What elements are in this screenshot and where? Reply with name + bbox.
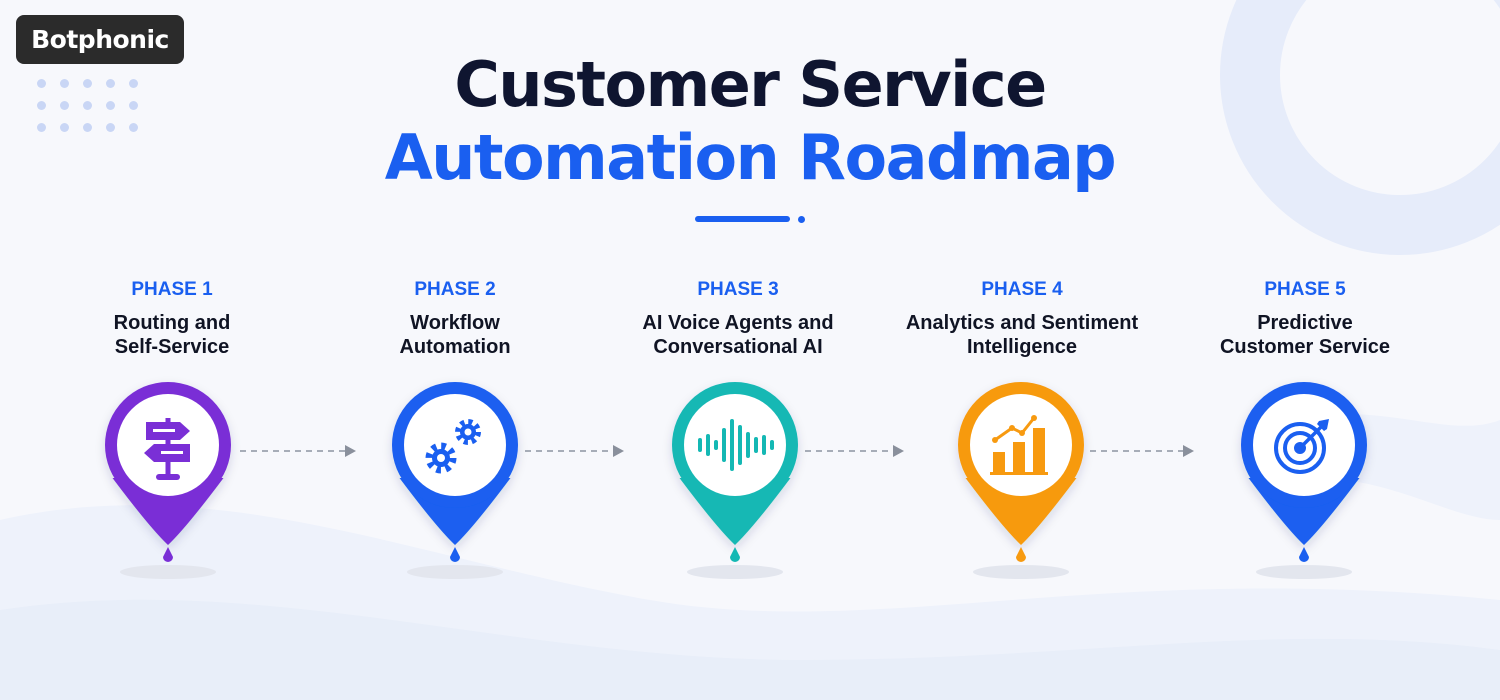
target-icon [1274, 419, 1329, 474]
connector-arrow-2 [525, 445, 624, 457]
connector-arrow-1 [240, 445, 356, 457]
phase-2-pin [392, 382, 518, 579]
title-underline [695, 216, 790, 222]
phase-3-title-line-1: AI Voice Agents and [642, 312, 834, 334]
phase-1-label: PHASE 1 [131, 279, 213, 300]
gears-icon [425, 419, 481, 474]
logo-text: Botphonic [31, 25, 169, 54]
phase-2-title-line-2: Automation [399, 336, 511, 358]
title-line-1: Customer Service [454, 48, 1047, 121]
phase-4-label: PHASE 4 [981, 279, 1063, 300]
phase-2-label: PHASE 2 [414, 279, 496, 300]
phase-2-title-line-1: Workflow [410, 312, 500, 334]
botphonic-logo: Botphonic [16, 15, 184, 64]
phase-4-title-line-2: Intelligence [966, 336, 1078, 358]
phase-1-title-line-2: Self-Service [114, 336, 230, 358]
phase-5-title-line-2: Customer Service [1219, 336, 1391, 358]
phase-4-pin [958, 382, 1084, 579]
title-underline-dot [798, 216, 805, 223]
phase-3-title-line-2: Conversational AI [653, 336, 823, 358]
phase-5-title-line-1: Predictive [1257, 312, 1353, 334]
phase-3: PHASE 3 AI Voice Agents and Conversation… [588, 275, 888, 359]
bar-chart-trend-icon [990, 415, 1048, 475]
connector-arrow-3 [805, 445, 904, 457]
page-title: Customer Service Automation Roadmap [0, 50, 1500, 196]
phase-3-label: PHASE 3 [697, 279, 779, 300]
connector-arrow-4 [1090, 445, 1194, 457]
decorative-dot-grid [37, 79, 147, 135]
phase-5-pin [1241, 382, 1367, 579]
phase-2: PHASE 2 Workflow Automation [305, 275, 605, 359]
phase-3-pin [672, 382, 798, 579]
phase-4-title-line-1: Analytics and Sentiment [905, 312, 1139, 334]
phase-5-label: PHASE 5 [1264, 279, 1346, 300]
phase-4: PHASE 4 Analytics and Sentiment Intellig… [872, 275, 1172, 359]
title-line-2: Automation Roadmap [384, 121, 1117, 194]
phase-1: PHASE 1 Routing and Self-Service [22, 275, 322, 359]
sound-wave-icon [698, 419, 774, 471]
phase-1-title-line-1: Routing and [113, 312, 231, 334]
phase-1-pin [105, 382, 231, 579]
phase-5: PHASE 5 Predictive Customer Service [1155, 275, 1455, 359]
